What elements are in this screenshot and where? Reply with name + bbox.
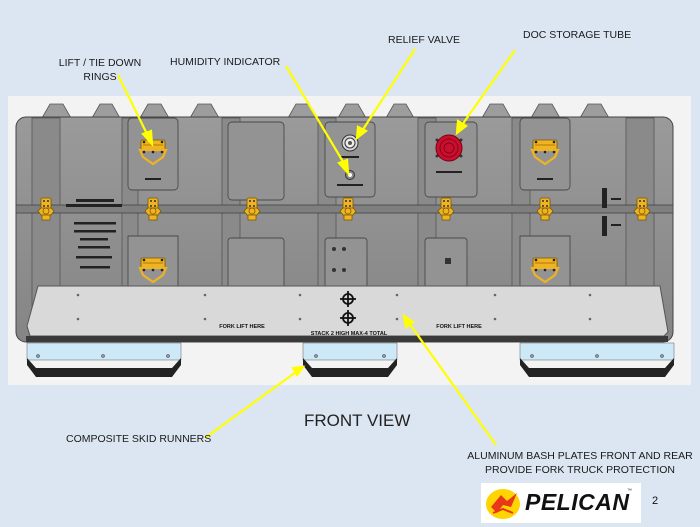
doc-storage-tube — [435, 134, 463, 173]
callout-bash-line1: ALUMINUM BASH PLATES FRONT AND REAR — [467, 450, 693, 462]
pelican-logo-text: PELICAN — [525, 489, 630, 515]
stack-limit-text: STACK 2 HIGH MAX-4 TOTAL — [311, 331, 388, 337]
callout-bash-line2: PROVIDE FORK TRUCK PROTECTION — [485, 464, 675, 476]
pelican-bird-icon — [486, 489, 520, 519]
callout-lift-line2: RINGS — [83, 71, 117, 83]
callout-lift-line1: LIFT / TIE DOWN — [58, 57, 142, 69]
fork-lift-right-text: FORK LIFT HERE — [436, 324, 482, 330]
top-stacking-lugs — [41, 103, 610, 119]
callout-humidity-indicator: HUMIDITY INDICATOR — [170, 56, 281, 68]
callout-doc-storage-tube: DOC STORAGE TUBE — [523, 29, 632, 41]
callout-lines — [117, 48, 516, 446]
stacking-symbol — [340, 291, 356, 326]
case-stencil-markings — [66, 199, 122, 269]
view-title: FRONT VIEW — [304, 411, 411, 430]
trademark-symbol: ™ — [627, 488, 632, 494]
pelican-logo: PELICAN ™ — [481, 483, 641, 523]
callout-lift-tie-down-rings: LIFT / TIE DOWN RINGS — [40, 56, 160, 84]
page-number: 2 — [652, 495, 659, 507]
callout-bash-plates: ALUMINUM BASH PLATES FRONT AND REAR PROV… — [460, 449, 700, 477]
callout-relief-valve: RELIEF VALVE — [388, 34, 460, 46]
fork-lift-left-text: FORK LIFT HERE — [219, 324, 265, 330]
callout-composite-skid-runners: COMPOSITE SKID RUNNERS — [66, 433, 212, 445]
relief-valve — [341, 134, 359, 158]
composite-skid-runners — [26, 342, 675, 377]
